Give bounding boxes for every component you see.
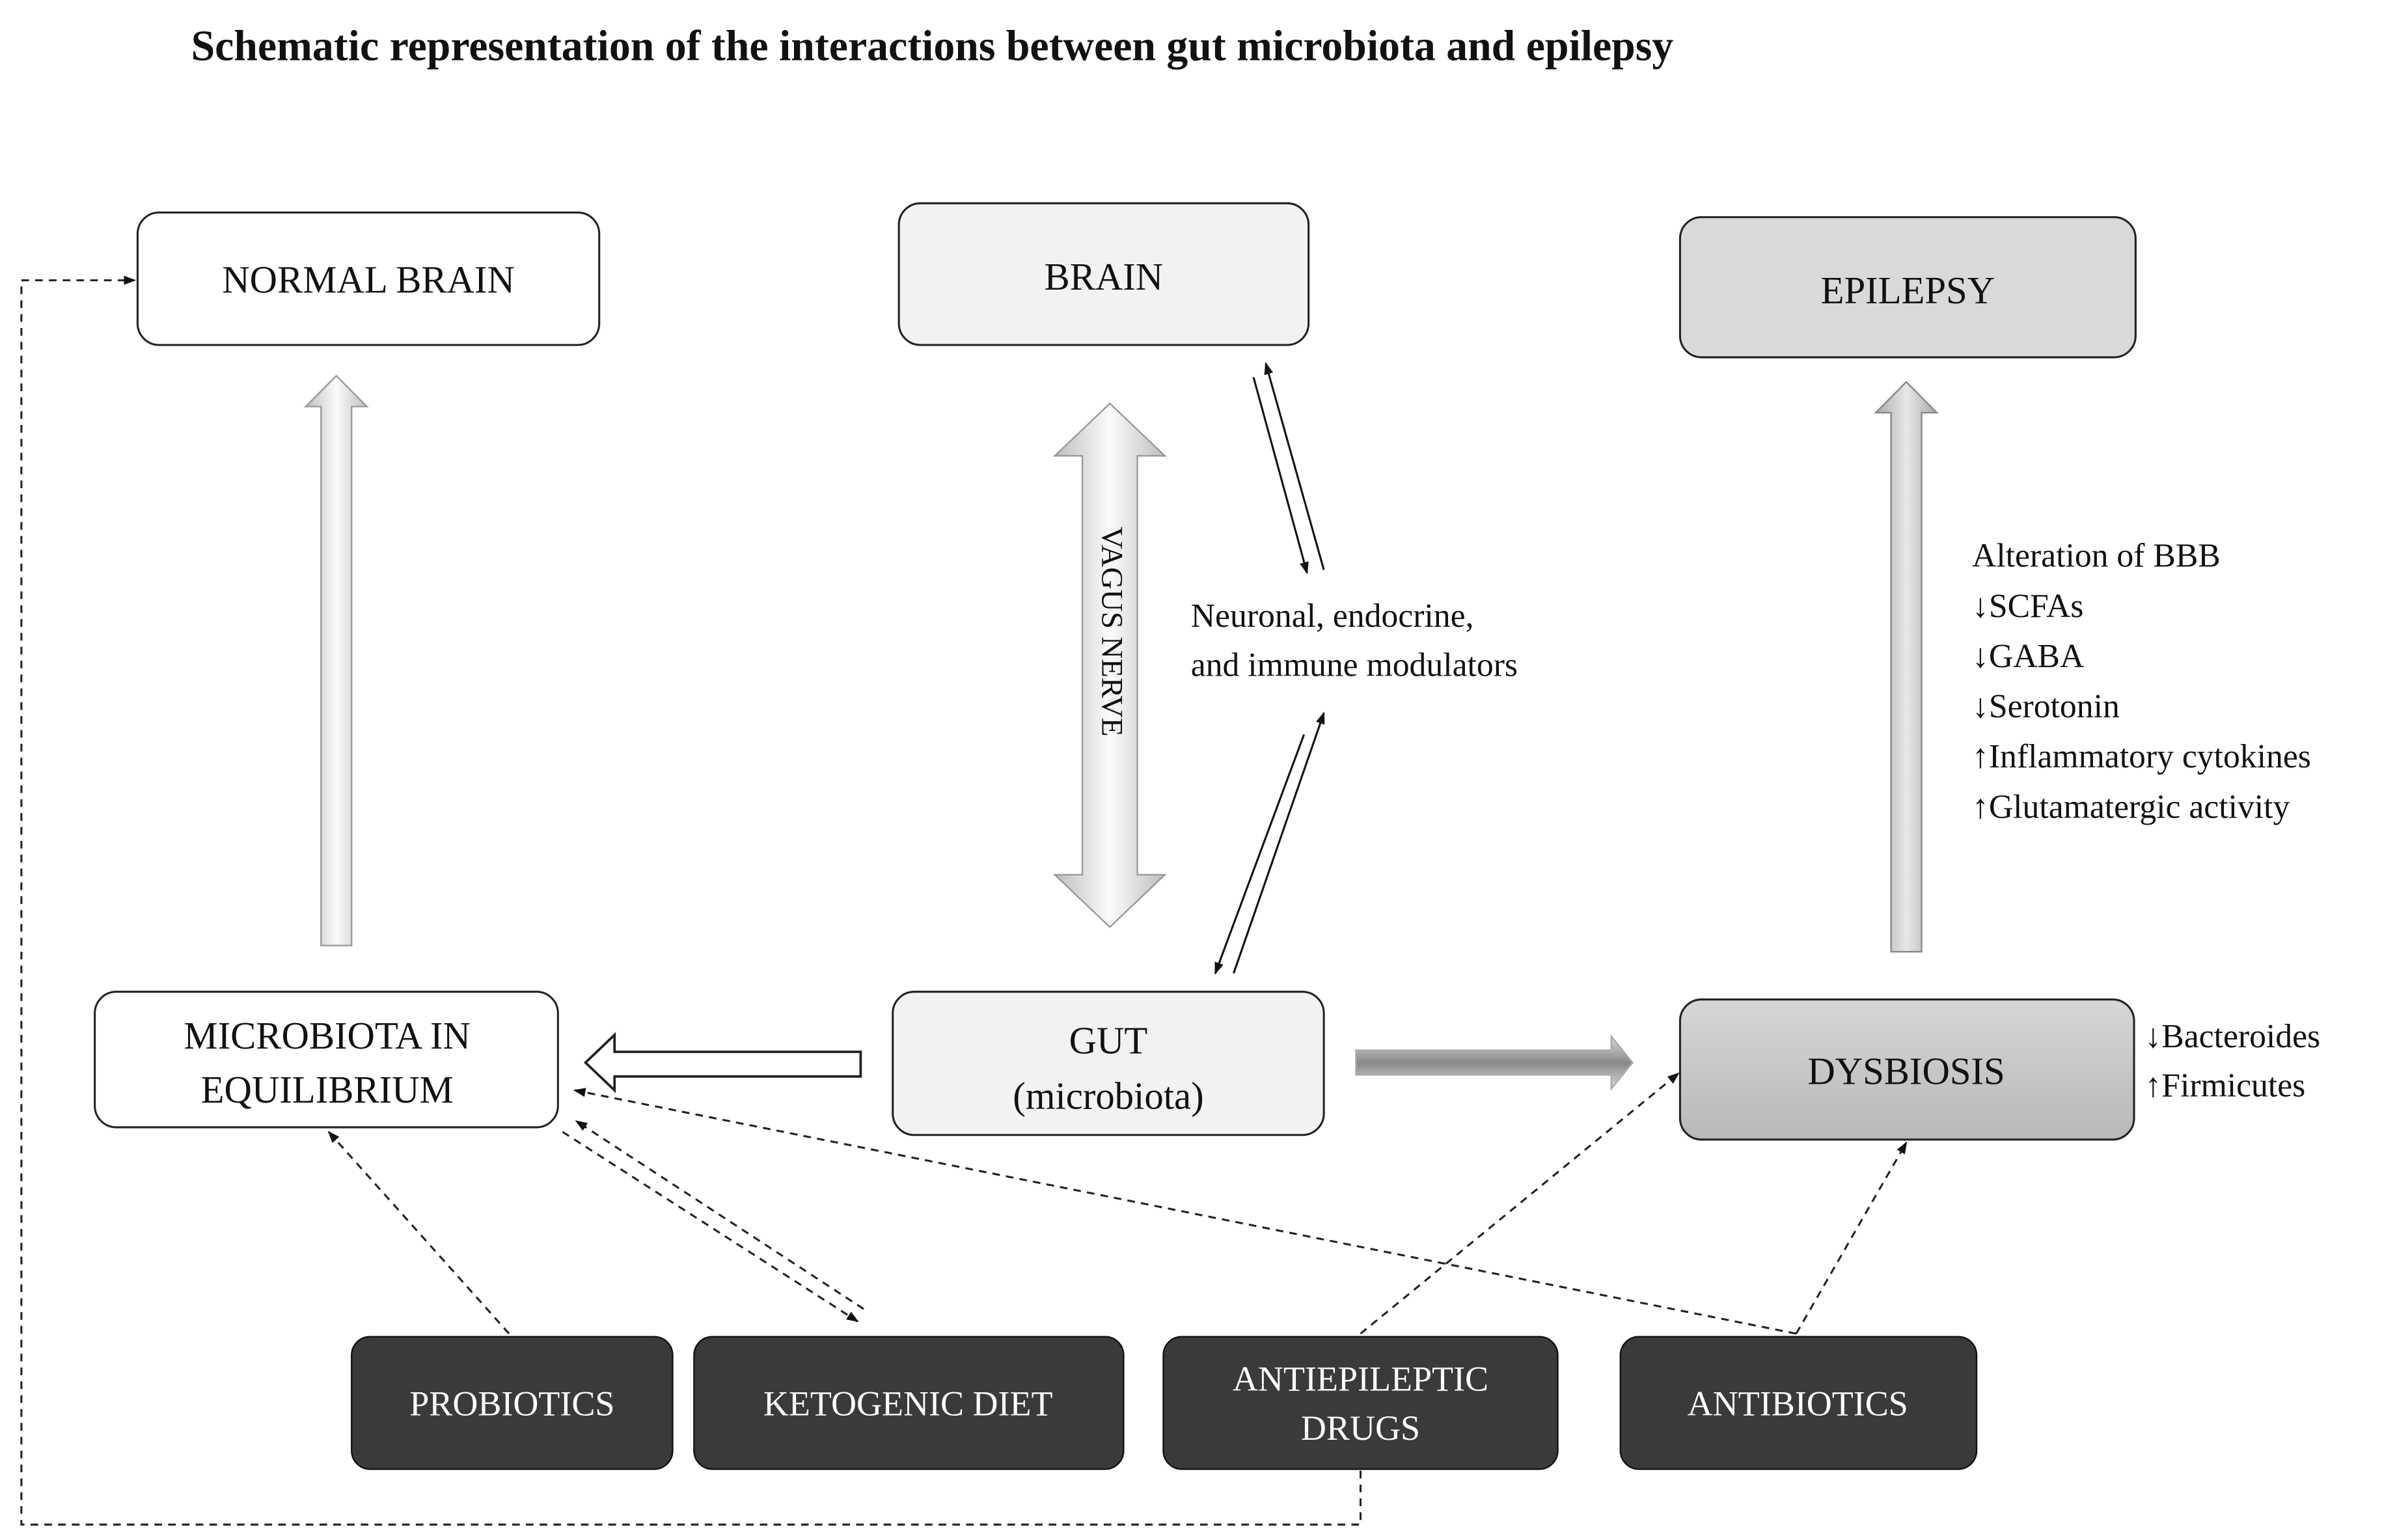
antibiotics-label: ANTIBIOTICS [1688,1384,1908,1423]
list-item: ↓GABA [1972,638,2085,675]
dysbiosis-label: DYSBIOSIS [1807,1049,2005,1092]
epilepsy-node: EPILEPSY [1678,216,2137,359]
antibiotics-to-dysbiosis-link [1795,1141,1908,1334]
gut-label-line2: (microbiota) [1013,1074,1203,1117]
vagus-nerve-double-arrow [1052,402,1167,928]
probiotics-label: PROBIOTICS [409,1384,614,1423]
modulators-to-gut-arrow [1214,734,1306,975]
antiepileptic-label-line2: DRUGS [1301,1409,1420,1448]
brain-label: BRAIN [1045,255,1164,298]
antiepileptic-drugs-node: ANTIEPILEPTIC DRUGS [1162,1336,1559,1470]
list-item: ↓Serotonin [1972,688,2120,725]
ketogenic-to-microbiota-link [575,1120,864,1310]
antibiotics-node: ANTIBIOTICS [1619,1336,1978,1470]
microbiota-label-line1: MICROBIOTA IN [184,1014,471,1057]
microbiota-equilibrium-node: MICROBIOTA IN EQUILIBRIUM [94,991,559,1129]
list-item: ↑Inflammatory cytokines [1972,738,2311,775]
normal-brain-node: NORMAL BRAIN [136,211,601,346]
antiepileptic-label-line1: ANTIEPILEPTIC [1233,1359,1488,1398]
dysbiosis-changes-list: ↓Bacteroides ↑Firmicutes [2144,1018,2320,1105]
brain-to-modulators-arrow [1252,377,1309,575]
gut-node: GUT (microbiota) [892,991,1325,1136]
list-item: ↓Bacteroides [2144,1018,2320,1055]
normal-brain-label: NORMAL BRAIN [222,258,515,301]
gut-to-modulators-arrow [1233,711,1325,974]
ketogenic-diet-node: KETOGENIC DIET [693,1336,1125,1470]
list-item: Alteration of BBB [1972,538,2221,575]
microbiota-to-ketogenic-link [562,1131,859,1323]
ketogenic-diet-label: KETOGENIC DIET [763,1384,1053,1423]
vagus-nerve-label: VAGUS NERVE [1095,527,1129,737]
list-item: ↑Glutamatergic activity [1972,788,2290,825]
arrow-up-to-epilepsy [1874,381,1939,953]
arrow-gut-to-microbiota [583,1032,862,1093]
modulators-to-brain-arrow [1264,362,1325,570]
probiotics-node: PROBIOTICS [351,1336,674,1470]
antiepileptic-to-normal-brain-link [20,275,1362,1526]
probiotics-to-microbiota-link [327,1131,510,1334]
epilepsy-mechanisms-list: Alteration of BBB ↓SCFAs ↓GABA ↓Serotonin ↑I… [1972,538,2311,826]
modulators-label-line2: and immune modulators [1191,647,1518,684]
diagram-title: Schematic representation of the interact… [191,22,1674,70]
list-item: ↓SCFAs [1972,588,2083,625]
gut-label-line1: GUT [1069,1019,1148,1062]
brain-node: BRAIN [897,202,1310,346]
microbiota-label-line2: EQUILIBRIUM [201,1068,454,1111]
list-item: ↑Firmicutes [2144,1067,2305,1104]
epilepsy-label: EPILEPSY [1821,269,1995,312]
dysbiosis-node: DYSBIOSIS [1678,998,2135,1141]
antibiotics-to-microbiota-link [573,1088,1797,1335]
antiepileptic-to-dysbiosis-link [1360,1072,1680,1335]
arrow-gut-to-dysbiosis [1355,1034,1634,1092]
modulators-label-line1: Neuronal, endocrine, [1191,598,1474,635]
arrow-up-to-normal-brain [303,374,369,946]
